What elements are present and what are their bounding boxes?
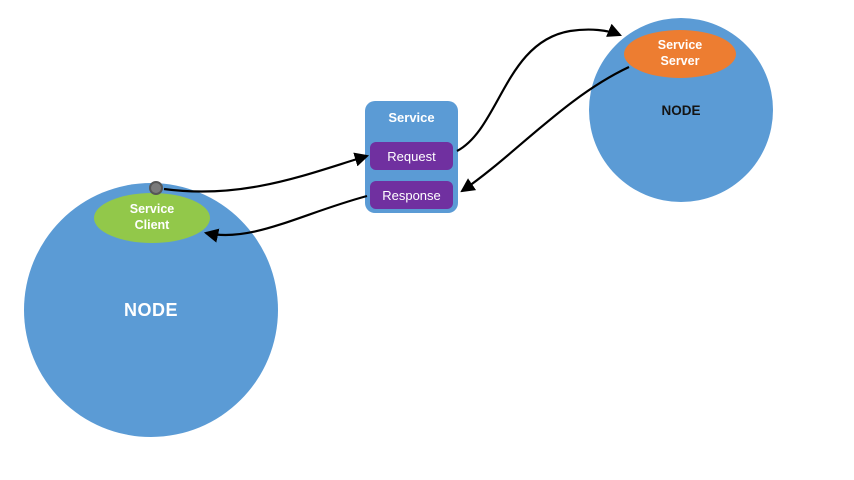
service-client-ellipse: Service Client xyxy=(94,193,210,243)
request-pill: Request xyxy=(370,142,453,170)
service-client-label-line2: Client xyxy=(134,218,170,232)
service-client-label-line1: Service xyxy=(129,202,175,217)
service-box-title: Service xyxy=(388,110,435,125)
service-server-label-line1: Service xyxy=(657,38,703,53)
server-node-label: NODE xyxy=(661,102,701,118)
client-node-label: NODE xyxy=(123,299,178,320)
client-attachment-dot xyxy=(149,181,163,195)
service-server-label-line2: Server xyxy=(660,54,700,68)
arrow-client-to-request xyxy=(163,152,370,193)
service-server-ellipse: Service Server xyxy=(624,30,736,78)
service-box: Service Request Response xyxy=(365,101,458,213)
response-pill: Response xyxy=(370,181,453,209)
